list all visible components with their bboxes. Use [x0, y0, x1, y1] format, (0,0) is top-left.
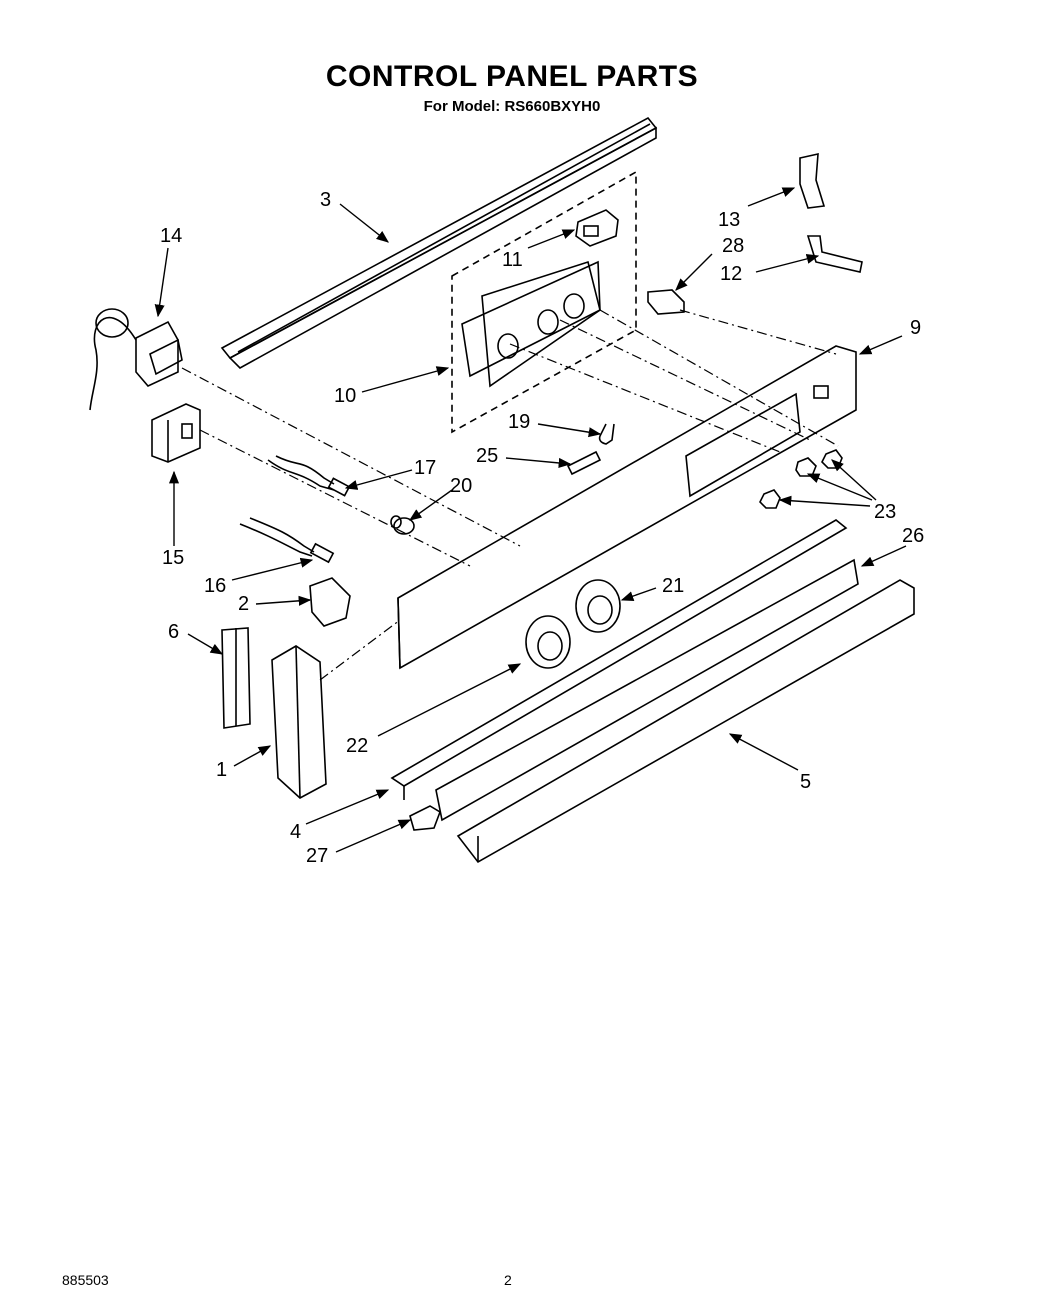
clip-part-25: [566, 450, 602, 476]
callout-14: 14: [160, 225, 182, 247]
callout-20: 20: [450, 475, 472, 497]
callout-26: 26: [902, 525, 924, 547]
bracket-part-13: [799, 152, 826, 209]
bracket-part-2: [309, 577, 351, 627]
callout-21: 21: [662, 575, 684, 597]
end-piece-part-27: [409, 805, 441, 831]
callout-4: 4: [290, 821, 301, 843]
callout-28: 28: [722, 235, 744, 257]
callout-13: 13: [718, 209, 740, 231]
callout-12: 12: [720, 263, 742, 285]
trim-strip-part-26: [435, 558, 859, 822]
control-panel-part-9: [397, 345, 857, 670]
callout-9: 9: [910, 317, 921, 339]
wire-harness-part-16: [239, 517, 335, 564]
document-number: 885503: [62, 1272, 109, 1288]
callout-25: 25: [476, 445, 498, 467]
callout-23: 23: [874, 501, 896, 523]
callout-labels: 3 14 13 28 12 9 11 10 19 25 23 17 20 15 …: [160, 189, 924, 867]
knob-part-22: [525, 615, 571, 669]
thermostat-part-14: [89, 308, 183, 411]
callout-19: 19: [508, 411, 530, 433]
bottom-trim-part-5: [456, 579, 915, 864]
end-cap-part-1: [271, 645, 327, 799]
callout-27: 27: [306, 845, 328, 867]
top-trim-strip-part-3: [220, 116, 658, 369]
switch-part-15: [151, 403, 201, 463]
callout-10: 10: [334, 385, 356, 407]
wire-harness-part-17: [267, 455, 351, 497]
end-cap-part-6: [221, 627, 251, 729]
callout-3: 3: [320, 189, 331, 211]
knob-part-21: [575, 579, 621, 633]
indicator-light-part-20: [390, 515, 415, 535]
clip-part-19: [598, 423, 615, 445]
callout-5: 5: [800, 771, 811, 793]
callout-15: 15: [162, 547, 184, 569]
model-subtitle: For Model: RS660BXYH0: [423, 98, 601, 115]
callout-16: 16: [204, 575, 226, 597]
connector-part-28: [647, 289, 685, 315]
trim-strip-part-4: [390, 519, 848, 800]
callout-11: 11: [502, 249, 523, 271]
callout-17: 17: [414, 457, 436, 479]
nut-part-23: [759, 449, 843, 509]
callout-6: 6: [168, 621, 179, 643]
callout-1: 1: [216, 759, 227, 781]
switch-assembly-part-10: [451, 170, 637, 434]
diagram-title: CONTROL PANEL PARTS: [325, 60, 699, 93]
leader-arrows: [154, 187, 907, 853]
callout-2: 2: [238, 593, 249, 615]
callout-22: 22: [346, 735, 368, 757]
selector-part-11: [575, 209, 619, 247]
alignment-lines: [181, 309, 839, 681]
bracket-part-12: [806, 235, 863, 273]
page-number: 2: [504, 1272, 512, 1288]
